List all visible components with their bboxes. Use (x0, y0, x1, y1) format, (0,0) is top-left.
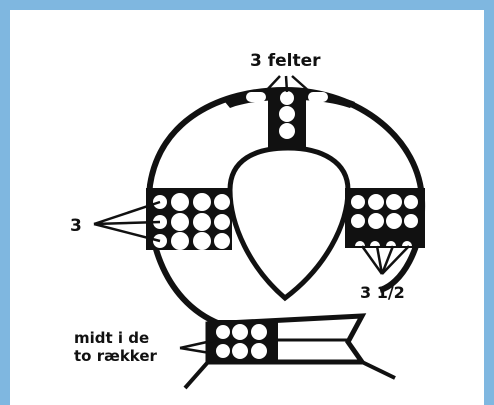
left-strip (146, 188, 232, 250)
knitting-diagram: 3 felter 3 3 1/2 midt i de to rækker (70, 51, 426, 390)
right-strip (345, 188, 425, 248)
label-left: 3 (70, 216, 82, 236)
inner-teardrop (227, 145, 351, 302)
label-top: 3 felter (250, 51, 321, 71)
label-bottom-line2: to rækker (74, 347, 158, 365)
top-strip (246, 88, 328, 150)
diagram-frame: 3 felter 3 3 1/2 midt i de to rækker (10, 10, 484, 405)
label-right: 3 1/2 (360, 283, 405, 302)
label-bottom-line1: midt i de (74, 329, 149, 347)
bottom-block (183, 313, 396, 390)
pointer-lines (93, 75, 410, 356)
